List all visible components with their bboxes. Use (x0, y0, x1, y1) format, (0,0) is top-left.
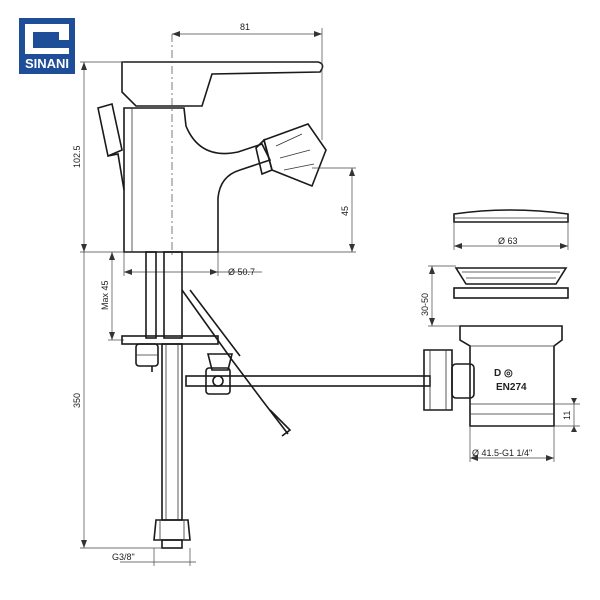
dim-drain-thread-label: Ø 41.5-G1 1/4" (472, 448, 532, 458)
linkage-rod (185, 353, 431, 395)
dim-drain-offset-label: 11 (562, 411, 572, 420)
cert-mark: D ◎ (494, 368, 513, 379)
logo-mark-icon (25, 24, 69, 54)
dim-max-thickness-label: Max 45 (100, 280, 110, 310)
dim-spout-height-label: 45 (340, 206, 350, 216)
dim-max-thickness: Max 45 (100, 252, 124, 341)
dim-base-diameter: Ø 50.7 (123, 252, 262, 277)
drain-cap (453, 209, 569, 223)
dim-cap-diameter: Ø 63 (453, 222, 569, 250)
dim-drain-offset: 11 (554, 398, 580, 432)
dim-drain-range-label: 30-50 (420, 293, 430, 316)
dim-width-top-label: 81 (240, 22, 250, 32)
logo-text: SINANI (24, 56, 70, 71)
dim-spout-height: 45 (218, 167, 356, 253)
brand-logo: SINANI (19, 18, 75, 74)
dim-connection: G3/8" (112, 548, 196, 566)
dim-hose-length: 350 (72, 252, 162, 549)
dim-height-body: 102.5 (72, 61, 124, 253)
faucet-body (97, 61, 327, 253)
dim-drain-thread: Ø 41.5-G1 1/4" (469, 426, 555, 462)
standard-label: EN274 (496, 382, 527, 393)
dim-cap-diameter-label: Ø 63 (498, 236, 518, 246)
dim-base-diameter-label: Ø 50.7 (228, 267, 255, 277)
mounting-assembly (121, 251, 292, 549)
dim-width-top: 81 (172, 22, 323, 140)
dim-connection-label: G3/8" (112, 552, 135, 562)
drain-marking: D ◎ EN274 (494, 368, 527, 393)
drain-body (423, 267, 569, 427)
dim-hose-length-label: 350 (72, 393, 82, 408)
dim-drain-range: 30-50 (420, 265, 460, 327)
dim-height-body-label: 102.5 (72, 145, 82, 168)
